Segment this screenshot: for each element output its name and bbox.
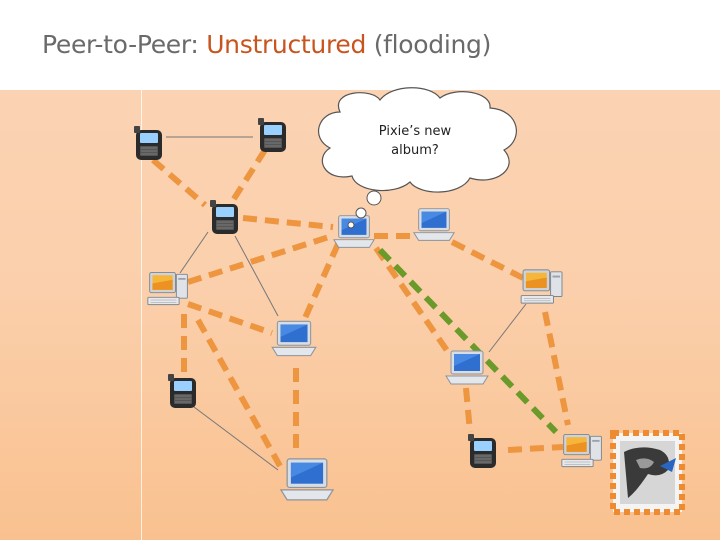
laptop-icon — [445, 350, 489, 385]
album-target — [610, 430, 685, 515]
flood-link — [187, 233, 333, 285]
flood-link — [195, 318, 283, 468]
title-prefix: Peer-to-Peer: — [42, 30, 207, 59]
divider-line — [141, 90, 142, 540]
laptop-icon — [280, 458, 334, 501]
title-suffix: (flooding) — [366, 30, 492, 59]
thought-dot — [366, 190, 382, 206]
phone-icon — [167, 373, 197, 409]
thought-dot — [355, 207, 367, 219]
query-text: Pixie’s new album? — [355, 122, 475, 160]
flood-link — [151, 157, 207, 208]
flood-link — [242, 215, 334, 230]
desktop-icon — [561, 433, 602, 468]
laptop-icon — [413, 208, 455, 241]
flood-link — [450, 239, 525, 281]
flood-link — [373, 246, 451, 354]
query-thought-bubble — [318, 87, 517, 229]
passive-link — [179, 231, 209, 274]
slide-title: Peer-to-Peer: Unstructured (flooding) — [42, 30, 491, 59]
passive-link — [193, 406, 279, 471]
album-art — [636, 458, 654, 469]
title-accent: Unstructured — [206, 30, 367, 59]
passive-links — [166, 136, 527, 471]
passive-link — [234, 235, 279, 317]
found-path — [377, 247, 559, 435]
thought-dot — [347, 221, 355, 229]
phone-icon — [209, 199, 239, 235]
desktop-icon — [520, 269, 563, 304]
passive-link — [488, 303, 527, 353]
album-art — [624, 447, 669, 498]
flood-link — [302, 242, 341, 320]
title-bar: Peer-to-Peer: Unstructured (flooding) — [0, 0, 720, 90]
phone-icon — [257, 117, 287, 153]
flood-link — [463, 387, 473, 433]
flood-link — [542, 311, 571, 426]
desktop-icon — [147, 271, 188, 306]
laptop-icon — [333, 215, 375, 248]
query-line-2: album? — [391, 143, 439, 158]
flood-link — [227, 148, 268, 207]
phone-icon — [133, 125, 163, 161]
found-path-link — [377, 247, 559, 435]
query-line-1: Pixie’s new — [378, 124, 452, 139]
flood-link — [187, 301, 273, 336]
flood-link — [507, 444, 564, 453]
thought-cloud — [318, 87, 517, 193]
album-art — [660, 458, 676, 472]
flood-links — [151, 148, 571, 468]
laptop-icon — [271, 320, 317, 357]
phone-icon — [467, 433, 497, 469]
